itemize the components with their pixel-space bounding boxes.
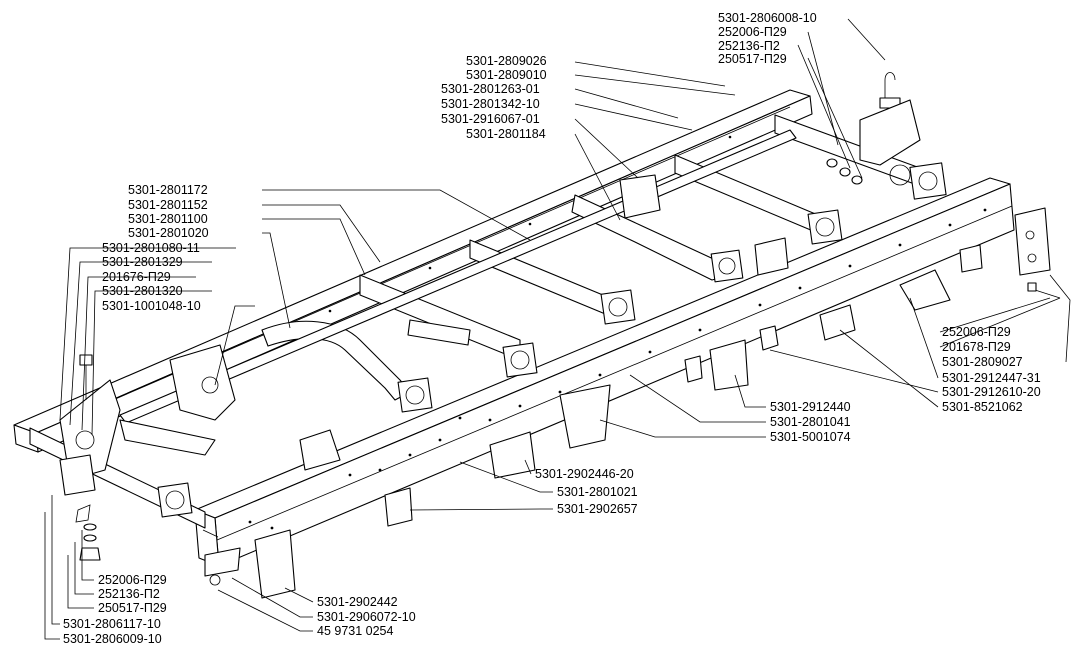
mounting-brackets xyxy=(204,174,983,599)
part-label: 5301-2912610-20 xyxy=(942,385,1041,399)
part-label: 252136-П2 xyxy=(98,587,160,601)
part-label: 252006-П29 xyxy=(718,25,787,39)
part-label: 5301-2806008-10 xyxy=(718,11,817,25)
part-label: 5301-2806117-10 xyxy=(63,617,161,631)
part-label: 5301-2801263-01 xyxy=(441,82,540,96)
front-hook-fasteners xyxy=(59,354,101,561)
flange-plates xyxy=(157,162,947,518)
part-label: 5301-2801184 xyxy=(466,127,546,141)
part-label: 252136-П2 xyxy=(718,39,780,53)
part-label: 5301-2801172 xyxy=(128,183,208,197)
part-label: 252006-П29 xyxy=(98,573,167,587)
part-label: 5301-2801020 xyxy=(128,226,209,240)
part-label: 5301-2902446-20 xyxy=(535,467,634,481)
part-label: 5301-2906072-10 xyxy=(317,610,416,624)
part-label: 5301-2806009-10 xyxy=(63,632,162,646)
part-label: 250517-П29 xyxy=(98,601,167,615)
part-label: 5301-2801021 xyxy=(557,485,638,499)
part-label: 201676-П29 xyxy=(102,270,171,284)
part-label: 201678-П29 xyxy=(942,340,1011,354)
part-label: 5301-2916067-01 xyxy=(441,112,540,126)
part-label: 5301-2809027 xyxy=(942,355,1023,369)
part-label: 5301-2801329 xyxy=(102,255,183,269)
part-label: 5301-8521062 xyxy=(942,400,1023,414)
part-label: 5301-2902442 xyxy=(317,595,398,609)
part-label: 5301-2801100 xyxy=(128,212,208,226)
rear-hook-assembly xyxy=(826,72,921,186)
part-label: 5301-2801080-11 xyxy=(102,241,200,255)
part-label: 5301-1001048-10 xyxy=(102,299,201,313)
part-label: 5301-2801041 xyxy=(770,415,851,429)
part-label: 5301-2801342-10 xyxy=(441,97,540,111)
front-bracket xyxy=(59,344,236,481)
rear-side-bracket xyxy=(1014,207,1061,299)
right-side-rail xyxy=(194,177,1015,567)
leader-lines xyxy=(44,18,1071,640)
part-label: 5301-2801320 xyxy=(102,284,183,298)
part-label: 5301-5001074 xyxy=(770,430,851,444)
part-label: 252006-П29 xyxy=(942,325,1011,339)
part-label: 5301-2809026 xyxy=(466,54,547,68)
part-label: 5301-2801152 xyxy=(128,198,208,212)
part-label: 5301-2912440 xyxy=(770,400,851,414)
part-labels: 5301-2806008-10 252006-П29 252136-П2 250… xyxy=(63,11,1041,646)
part-label: 5301-2912447-31 xyxy=(942,371,1041,385)
part-label: 250517-П29 xyxy=(718,52,787,66)
part-label: 5301-2902657 xyxy=(557,502,638,516)
part-label: 5301-2809010 xyxy=(466,68,547,82)
frame-drawing xyxy=(13,72,1061,599)
part-label: 45 9731 0254 xyxy=(317,624,394,638)
